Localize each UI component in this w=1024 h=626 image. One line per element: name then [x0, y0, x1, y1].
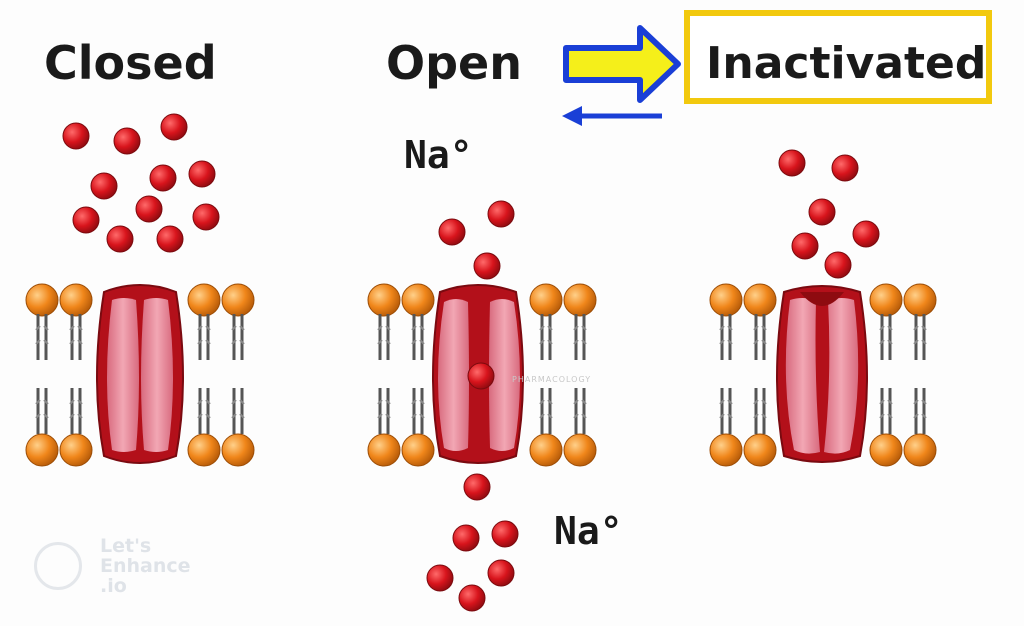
inactivated-ions	[778, 149, 880, 279]
closed-state-label: Closed	[44, 36, 217, 90]
reverse-arrow-icon	[562, 106, 662, 126]
brand-watermark-text: Let's Enhance .io	[100, 535, 191, 597]
closed-membrane	[26, 284, 254, 466]
inactivated-state-label: Inactivated	[706, 38, 987, 89]
sodium-ion-label-bottom: Na°	[554, 509, 623, 553]
state-transition-arrows	[562, 25, 681, 126]
center-watermark: PHARMACOLOGY	[512, 375, 592, 384]
inactivated-highlight-box	[684, 10, 992, 104]
closed-ions	[62, 113, 220, 253]
inactivated-membrane	[710, 284, 936, 466]
closed-channel	[96, 284, 184, 464]
open-state-label: Open	[386, 36, 522, 90]
brand-logo-icon	[34, 542, 82, 590]
forward-arrow-icon	[563, 25, 681, 103]
inactivated-channel	[776, 285, 868, 463]
sodium-ion-label-top: Na°	[404, 133, 473, 177]
